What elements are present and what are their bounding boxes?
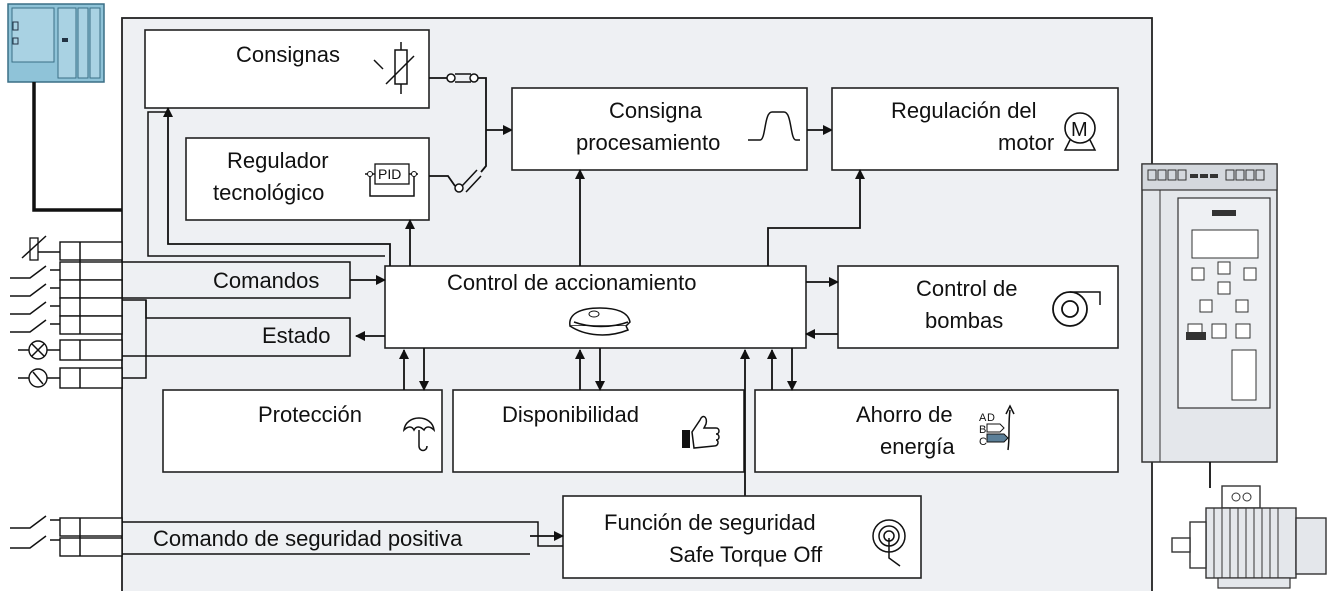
safety-input-terminals [10,515,123,557]
safety-function-label-2: Safe Torque Off [669,542,823,567]
motor-control-label-1: Regulación del [891,98,1037,123]
safety-function-block [562,495,922,579]
motor-letter: M [1071,119,1088,141]
pump-control-label-1: Control de [916,276,1018,301]
pump-icon [1052,291,1101,327]
safety-button-icon [872,519,906,567]
safety-function-label-1: Función de seguridad [604,510,816,535]
svg-text:D: D [987,412,995,424]
energy-saving-block [754,389,1119,473]
fieldbus-line [32,82,122,212]
potentiometer-icon [373,42,415,94]
commands-label: Comandos [213,268,319,293]
safety-command-label: Comando de seguridad positiva [153,526,463,551]
setpoint-switch [429,73,513,193]
terminal-block-inputs [10,235,351,389]
energy-saving-label-1: Ahorro de [856,402,953,427]
status-label: Estado [262,323,331,348]
tech-controller-label-2: tecnológico [213,180,324,205]
svg-text:A: A [979,412,987,424]
inverter-device-illustration [1141,163,1278,488]
setpoint-processing-label-2: procesamiento [576,130,720,155]
availability-label: Disponibilidad [502,402,639,427]
captain-cap-icon [569,307,631,336]
setpoint-processing-label-1: Consigna [609,98,703,123]
plc-controller-icon [7,3,105,83]
setpoints-label: Consignas [236,42,340,67]
ramp-icon [748,111,800,141]
energy-saving-label-2: energía [880,434,955,459]
pump-control-label-2: bombas [925,308,1003,333]
motor-illustration [1171,485,1327,589]
pid-icon: PID [365,163,418,197]
protection-block [162,389,443,473]
pid-text: PID [378,166,401,182]
technology-controller-block [185,137,430,221]
motor-control-label-2: motor [998,130,1054,155]
umbrella-icon [402,417,436,452]
thumbs-up-icon [682,415,720,449]
tech-controller-label-1: Regulador [227,148,329,173]
drive-control-label: Control de accionamiento [447,270,696,295]
setpoints-block [144,29,430,109]
protection-label: Protección [258,402,362,427]
motor-icon: M [1063,112,1097,151]
energy-class-icon: A B C D [979,404,1015,451]
svg-text:C: C [979,436,987,448]
setpoint-processing-block [511,87,808,171]
svg-text:B: B [979,424,986,436]
